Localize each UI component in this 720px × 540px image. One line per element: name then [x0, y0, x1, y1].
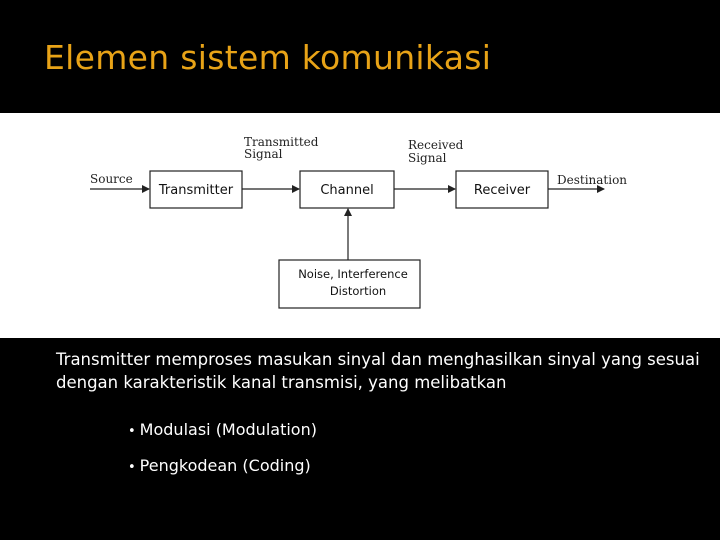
noise-label-line2: Distortion [330, 284, 386, 298]
bullet-translation: (Coding) [242, 456, 311, 475]
receiver-label: Receiver [474, 183, 531, 198]
receiver-block [455, 170, 549, 209]
description-paragraph: Transmitter memproses masukan sinyal dan… [56, 348, 706, 394]
block-diagram: Source Transmitter Transmitted Signal Ch… [0, 113, 720, 338]
bullet-icon: • [128, 460, 136, 475]
transmitter-label: Transmitter [158, 183, 234, 198]
destination-label: Destination [557, 173, 627, 187]
bullet-item: •Pengkodean (Coding) [128, 456, 317, 492]
source-label: Source [90, 172, 133, 186]
received-signal-line2: Signal [408, 151, 447, 165]
description-text: memproses masukan sinyal dan menghasilka… [56, 350, 700, 392]
transmitted-signal-line1: Transmitted [244, 135, 319, 149]
noise-label-line1: Noise, Interference [298, 267, 408, 281]
title-bar: Elemen sistem komunikasi [0, 0, 720, 113]
bullet-list: •Modulasi (Modulation) •Pengkodean (Codi… [128, 420, 317, 492]
lead-word: Transmitter [56, 350, 151, 369]
bullet-item: •Modulasi (Modulation) [128, 420, 317, 456]
bullet-translation: (Modulation) [215, 420, 317, 439]
diagram-canvas: Source Transmitter Transmitted Signal Ch… [90, 135, 627, 309]
noise-block [278, 259, 421, 309]
channel-label: Channel [320, 183, 373, 198]
transmitted-signal-line2: Signal [244, 147, 283, 161]
bullet-term: Pengkodean [139, 456, 238, 475]
channel-block [299, 170, 395, 209]
bullet-term: Modulasi [139, 420, 211, 439]
bullet-icon: • [128, 424, 136, 439]
slide-title: Elemen sistem komunikasi [44, 38, 492, 77]
received-signal-line1: Received [408, 138, 464, 152]
